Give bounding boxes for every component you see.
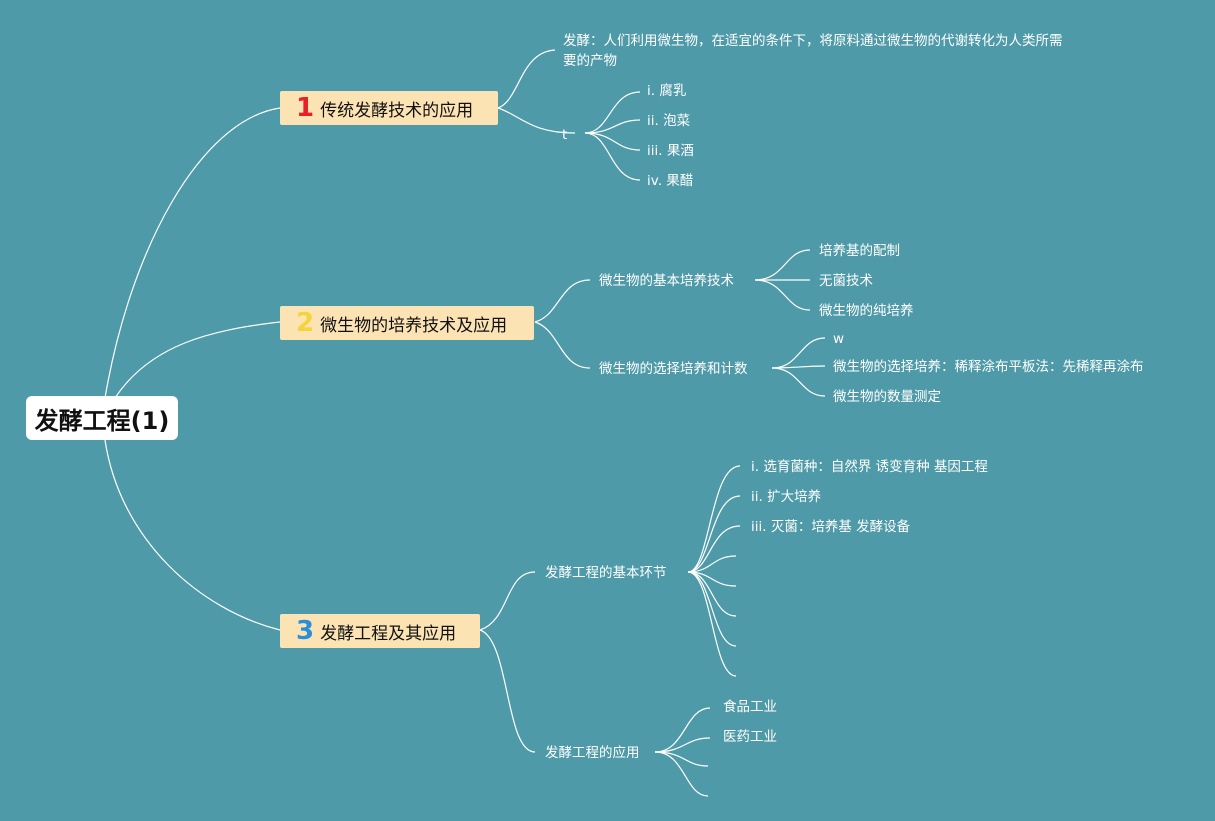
leaf-item[interactable]: iii. 果酒 (647, 143, 694, 159)
leaf-item[interactable]: iii. 灭菌：培养基 发酵设备 (751, 519, 911, 535)
leaf-item[interactable]: 食品工业 (723, 699, 777, 715)
root-node[interactable]: 发酵工程(1) (26, 396, 178, 440)
branch-2-label: 微生物的培养技术及应用 (320, 315, 508, 336)
subtopic-node[interactable]: 微生物的选择培养和计数 (599, 361, 748, 377)
branch-3-node[interactable]: 3 发酵工程及其应用 (280, 614, 480, 648)
branch-1-group-label[interactable]: t (562, 127, 568, 143)
branch-2-node[interactable]: 2 微生物的培养技术及应用 (280, 306, 534, 340)
leaf-item[interactable]: 微生物的选择培养：稀释涂布平板法：先稀释再涂布 (833, 359, 1144, 375)
number-3-icon: 3 (296, 616, 315, 646)
root-title: 发酵工程(1) (34, 406, 170, 435)
branch-1-label: 传统发酵技术的应用 (320, 100, 474, 121)
leaf-item[interactable]: i. 腐乳 (647, 83, 687, 99)
leaf-item[interactable]: 微生物的纯培养 (819, 303, 914, 319)
leaf-item[interactable]: iv. 果醋 (647, 173, 694, 189)
leaf-item[interactable]: 医药工业 (723, 729, 777, 745)
leaf-item[interactable]: 无菌技术 (819, 273, 873, 289)
number-1-icon: 1 (296, 93, 315, 123)
subtopic-node[interactable]: 发酵工程的基本环节 (545, 565, 667, 581)
leaf-item[interactable]: 培养基的配制 (819, 243, 900, 259)
leaf-item[interactable]: ii. 扩大培养 (751, 489, 822, 505)
subtopic-node[interactable]: 发酵工程的应用 (545, 745, 640, 761)
number-2-icon: 2 (296, 308, 315, 338)
leaf-item[interactable]: 微生物的数量测定 (833, 389, 941, 405)
fermentation-definition[interactable]: 发酵：人们利用微生物，在适宜的条件下，将原料通过微生物的代谢转化为人类所需要的产… (563, 33, 1063, 69)
branch-3-label: 发酵工程及其应用 (320, 623, 457, 644)
leaf-item[interactable]: w (833, 331, 845, 347)
leaf-item[interactable]: ii. 泡菜 (647, 113, 691, 129)
subtopic-node[interactable]: 微生物的基本培养技术 (599, 273, 734, 289)
branch-1-node[interactable]: 1 传统发酵技术的应用 (280, 91, 498, 125)
leaf-item[interactable]: i. 选育菌种：自然界 诱变育种 基因工程 (751, 459, 988, 475)
